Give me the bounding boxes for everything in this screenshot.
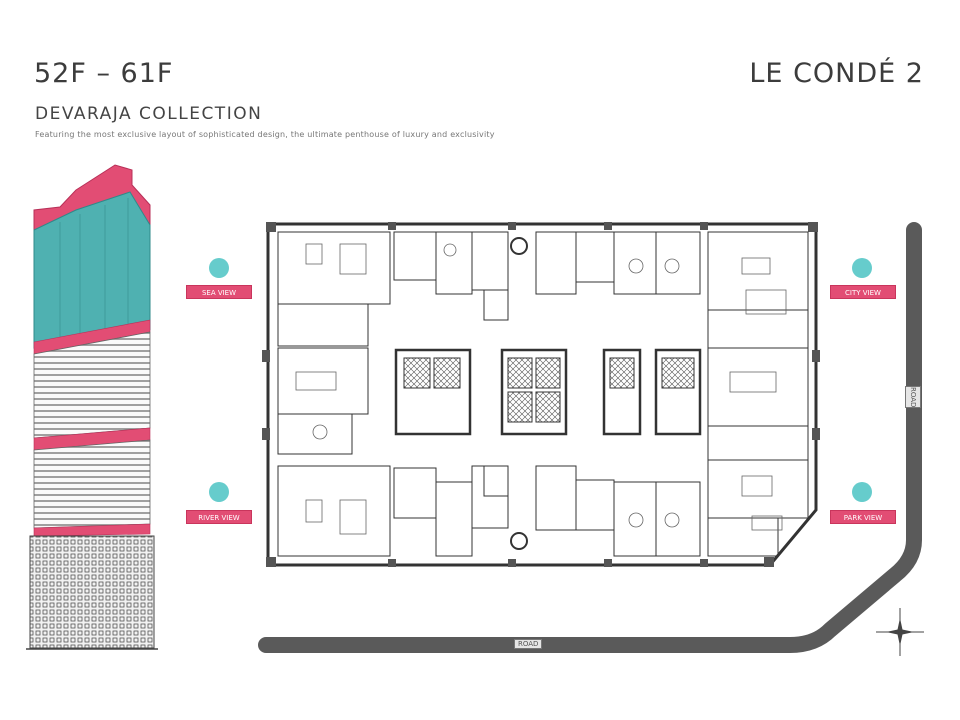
marker-label-ne: CITY VIEW xyxy=(830,285,896,299)
collection-title: DEVARAJA COLLECTION xyxy=(35,104,263,124)
plan-outer-wall xyxy=(266,222,818,567)
floor-plan xyxy=(262,222,820,567)
project-brand-title: LE CONDÉ 2 xyxy=(749,58,924,89)
marker-dot-sw xyxy=(209,482,229,502)
core-stair-east xyxy=(602,348,642,436)
marker-dot-se xyxy=(852,482,872,502)
marker-label-se: PARK VIEW xyxy=(830,510,896,524)
tower-elevation xyxy=(26,164,158,650)
compass-rose-icon xyxy=(876,608,924,656)
core-lift-centre xyxy=(500,348,568,436)
floor-range-title: 52F – 61F xyxy=(34,58,174,89)
road-network xyxy=(258,222,922,653)
marker-label-sw: RIVER VIEW xyxy=(186,510,252,524)
marker-dot-nw xyxy=(209,258,229,278)
marker-label-nw: SEA VIEW xyxy=(186,285,252,299)
road-path xyxy=(258,222,922,653)
road-label-horizontal: ROAD xyxy=(514,639,543,649)
tower-podium xyxy=(29,535,155,649)
marker-dot-ne xyxy=(852,258,872,278)
road-label-vertical: ROAD xyxy=(905,386,921,409)
collection-description: Featuring the most exclusive layout of s… xyxy=(35,130,495,139)
core-lift-west xyxy=(394,348,472,436)
